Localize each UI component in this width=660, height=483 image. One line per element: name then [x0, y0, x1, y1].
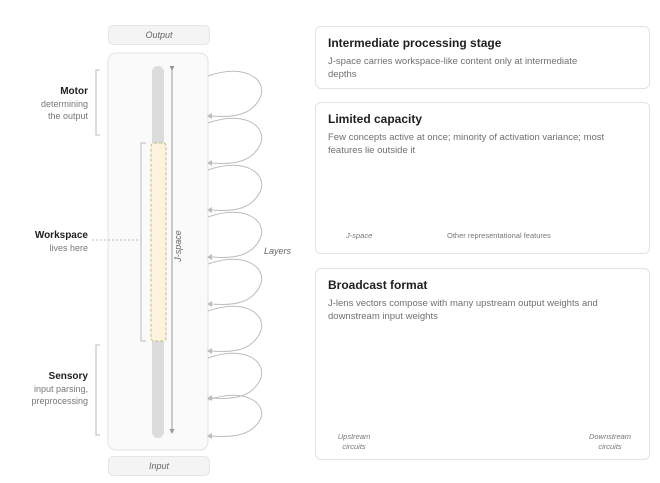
sensory-desc-2: preprocessing — [31, 396, 88, 406]
card-capacity-text-2: features lie outside it — [328, 145, 416, 156]
layer-loops — [207, 70, 263, 437]
motor-desc-2: the output — [47, 111, 88, 121]
jspace-caption: J-space — [346, 231, 373, 240]
jspace-vertical-label: J-space — [173, 230, 183, 262]
card-intermediate: Intermediate processing stage J-space ca… — [315, 26, 650, 89]
sensory-label: Sensory input parsing, preprocessing — [10, 370, 88, 407]
card-broadcast-title: Broadcast format — [328, 278, 428, 292]
card-broadcast: Broadcast format J-lens vectors compose … — [315, 268, 650, 460]
motor-label: Motor determining the output — [10, 85, 88, 122]
other-features-caption: Other representational features — [447, 231, 551, 240]
layer-loop-arrowheads — [207, 113, 212, 439]
card-capacity-text-1: Few concepts active at once; minority of… — [328, 132, 605, 143]
motor-bracket — [95, 69, 100, 136]
card-capacity-title: Limited capacity — [328, 112, 423, 126]
output-box: Output — [108, 25, 210, 45]
input-label: Input — [148, 461, 170, 471]
card-capacity: Limited capacity Few concepts active at … — [315, 102, 650, 254]
workspace-bracket — [140, 142, 146, 342]
card-intermediate-text-1: J-space carries workspace-like content o… — [328, 56, 578, 67]
layers-label: Layers — [264, 246, 292, 256]
workspace-label: Workspace lives here — [10, 229, 88, 254]
card-broadcast-text-2: downstream input weights — [328, 311, 438, 322]
input-box: Input — [108, 456, 210, 476]
sensory-bracket — [95, 344, 100, 436]
workspace-title: Workspace — [34, 230, 88, 241]
sensory-desc-1: input parsing, — [33, 384, 88, 394]
sensory-title: Sensory — [48, 371, 88, 382]
motor-title: Motor — [60, 86, 88, 97]
card-intermediate-title: Intermediate processing stage — [328, 36, 502, 50]
output-label: Output — [145, 30, 173, 40]
jspace-region — [150, 142, 167, 342]
workspace-desc: lives here — [49, 243, 88, 253]
card-intermediate-text-2: depths — [328, 69, 357, 80]
card-broadcast-text-1: J-lens vectors compose with many upstrea… — [328, 298, 598, 309]
motor-desc-1: determining — [40, 99, 88, 109]
upstream-caption: Upstream circuits — [337, 432, 371, 451]
downstream-caption: Downstream circuits — [588, 432, 632, 451]
